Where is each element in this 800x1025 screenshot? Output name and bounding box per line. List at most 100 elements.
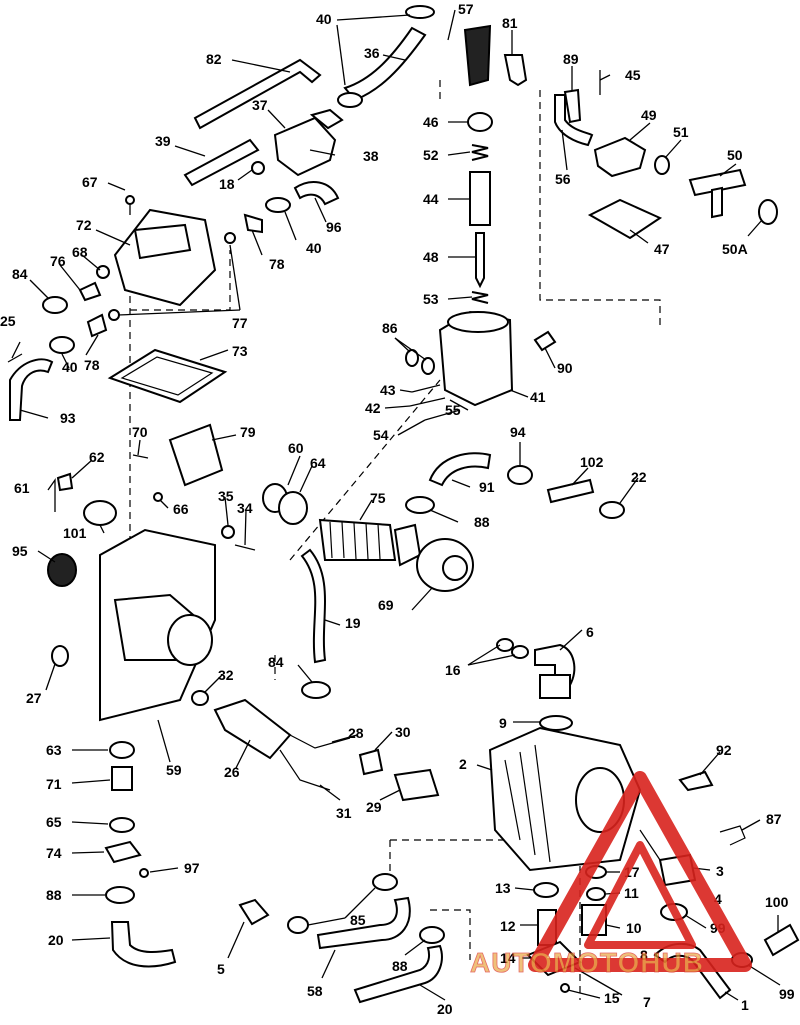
valve-49 [593, 136, 647, 178]
grommet-95 [47, 553, 77, 587]
callout-50a: 50A [722, 241, 748, 257]
callout-41: 41 [530, 389, 546, 405]
callout-27: 27 [26, 690, 42, 706]
pump-fitting-37 [309, 108, 344, 130]
needle-48 [475, 232, 485, 289]
watermark-text: AUTOMOTOHUB [470, 947, 704, 978]
callout-22: 22 [631, 469, 647, 485]
callout-102: 102 [580, 454, 604, 470]
callout-7: 7 [643, 994, 651, 1010]
callout-15: 15 [604, 990, 620, 1006]
fitting-78-upper [243, 213, 263, 234]
leader-lines [11, 9, 781, 1001]
callout-70: 70 [132, 424, 148, 440]
parts [7, 5, 800, 1004]
pin-43 [411, 384, 441, 393]
callout-81: 81 [502, 15, 518, 31]
hose-56 [554, 94, 594, 147]
hose-93 [9, 358, 54, 421]
callout-1: 1 [741, 997, 749, 1013]
callout-99b: 99 [779, 986, 795, 1002]
callout-16: 16 [445, 662, 461, 678]
wire-31 [279, 749, 331, 791]
callout-60: 60 [288, 440, 304, 456]
callout-8: 8 [640, 947, 648, 963]
sensor-26 [213, 698, 292, 760]
fitting-81 [503, 54, 528, 87]
watermark-triangle-inner [584, 841, 696, 949]
shaft-50-arm [711, 186, 723, 219]
hose-91 [428, 452, 492, 487]
callout-12: 12 [500, 918, 516, 934]
callout-13: 13 [495, 880, 511, 896]
callout-51: 51 [673, 124, 689, 140]
hose-clamp-40-mid [337, 92, 363, 108]
callout-88a: 88 [474, 514, 490, 530]
wire-28 [289, 734, 351, 749]
collar-46 [467, 112, 493, 132]
callout-6: 6 [586, 624, 594, 640]
callout-49: 49 [641, 107, 657, 123]
callout-47: 47 [654, 241, 670, 257]
screw-67 [125, 195, 135, 205]
bushing-50A [758, 199, 778, 225]
callout-20a: 20 [48, 932, 64, 948]
callout-63: 63 [46, 742, 62, 758]
hose-20-left [110, 921, 177, 968]
callout-73: 73 [232, 343, 248, 359]
pin-70 [132, 454, 149, 459]
fitting-100 [763, 923, 800, 957]
washer-35 [221, 525, 235, 539]
hose-clamp-88-mid [405, 496, 435, 514]
oring-16-a [496, 638, 514, 652]
fitting-76 [78, 281, 102, 302]
hose-clamp-84-left [42, 296, 68, 314]
gasket-9 [539, 715, 573, 731]
fitting-71 [111, 766, 133, 791]
spring-53 [471, 291, 489, 304]
callout-20b: 20 [437, 1001, 453, 1017]
callout-42: 42 [365, 400, 381, 416]
hose-clamp-40-left [49, 336, 75, 354]
callout-40b: 40 [306, 240, 322, 256]
callout-96: 96 [326, 219, 342, 235]
callout-79: 79 [240, 424, 256, 440]
washer-68 [96, 265, 110, 279]
callout-40: 40 [316, 11, 332, 27]
elbow-6-nut [539, 674, 571, 699]
gasket-73 [107, 348, 228, 404]
oring-77-upper [224, 232, 236, 244]
callout-67: 67 [82, 174, 98, 190]
callout-30: 30 [395, 724, 411, 740]
washer-18 [251, 161, 265, 175]
pin-42 [409, 397, 446, 407]
callout-2: 2 [459, 756, 467, 772]
hose-clamp-94 [507, 465, 533, 485]
callout-50: 50 [727, 147, 743, 163]
washer-63 [109, 741, 135, 759]
plate-74 [104, 840, 142, 864]
filter-57 [463, 24, 492, 87]
callout-69: 69 [378, 597, 394, 613]
callout-85: 85 [350, 912, 366, 928]
plug-5 [238, 898, 270, 926]
connector-30 [358, 748, 384, 776]
cover-72-boss [133, 223, 192, 260]
callout-75: 75 [370, 490, 386, 506]
callout-93: 93 [60, 410, 76, 426]
filter-75-elbow [393, 523, 422, 567]
callout-35: 35 [218, 488, 234, 504]
screw-97 [139, 868, 149, 878]
hose-clamp-88-left [105, 886, 135, 904]
screw-66 [153, 492, 163, 502]
callout-57: 57 [458, 1, 474, 17]
oring-51 [654, 155, 670, 175]
callout-56: 56 [555, 171, 571, 187]
screw-90 [533, 330, 557, 352]
hose-36 [343, 26, 427, 102]
cap-69-inner [442, 555, 468, 581]
oring-86-b [421, 357, 435, 375]
callout-92: 92 [716, 742, 732, 758]
filter-75 [318, 518, 397, 561]
callout-3: 3 [716, 863, 724, 879]
